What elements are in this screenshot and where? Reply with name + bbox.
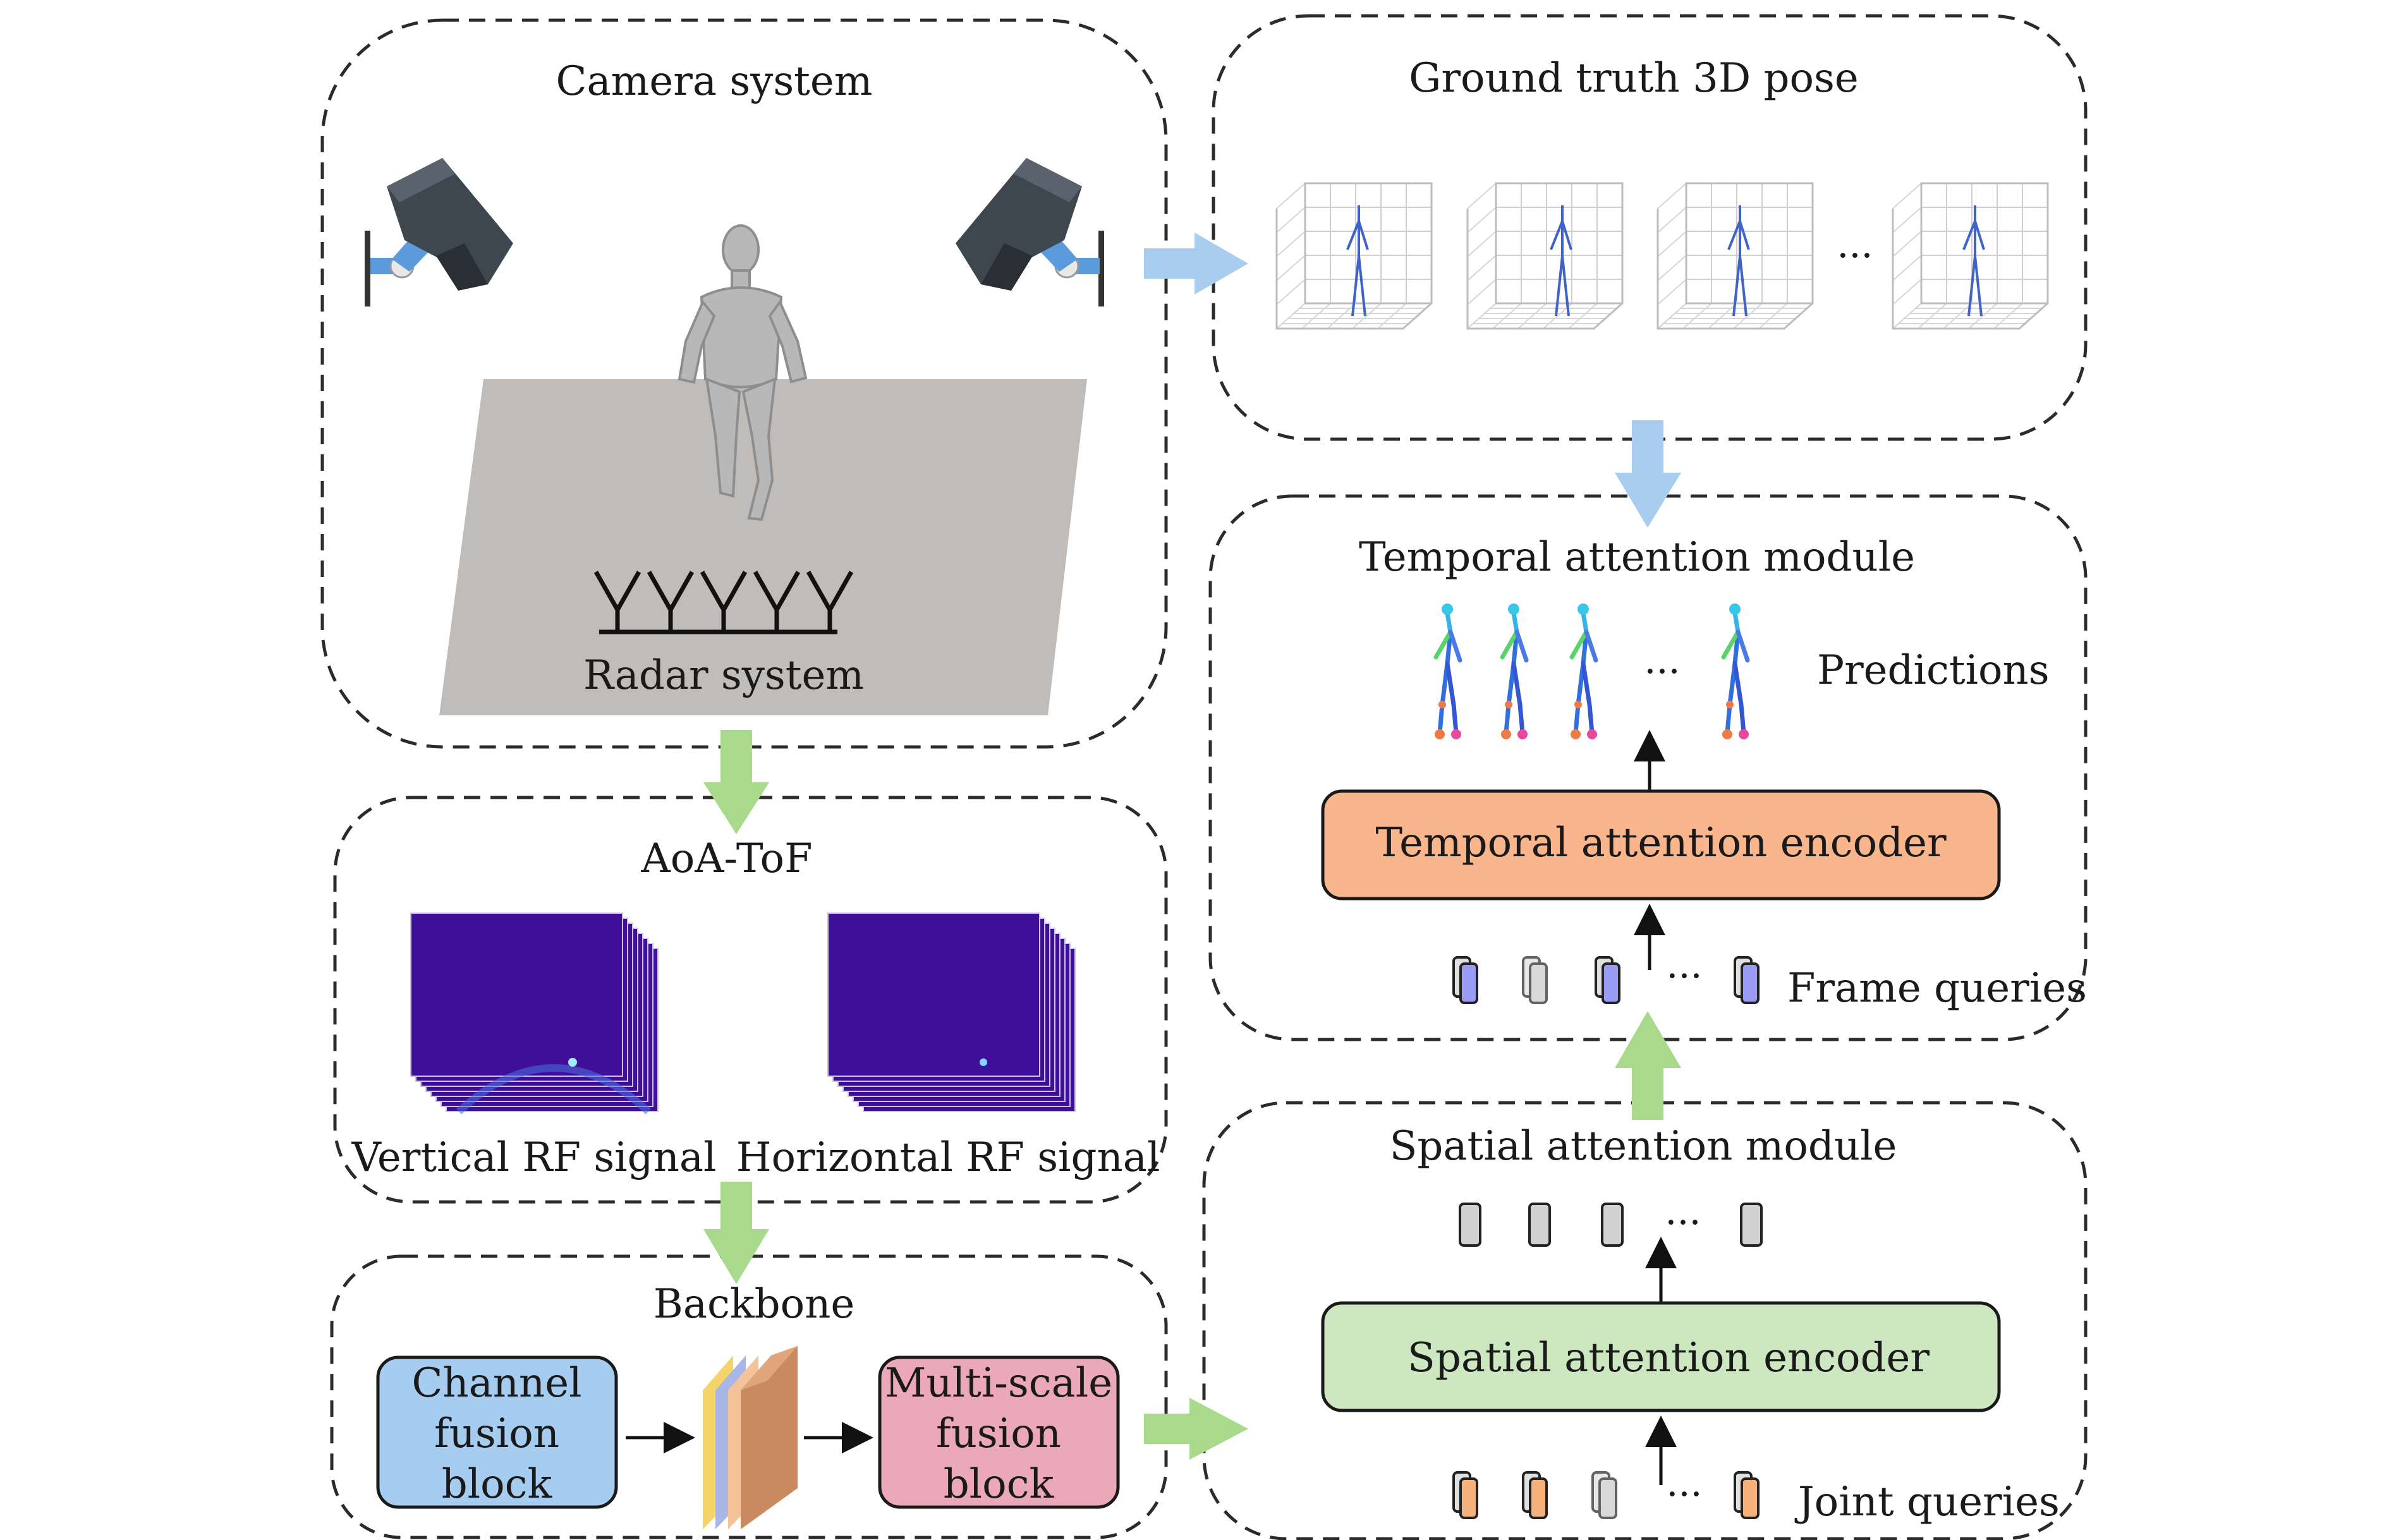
joint-queries-ellipsis: ···	[1666, 1472, 1702, 1517]
horizontal-rf-label: Horizontal RF signal	[736, 1134, 1160, 1181]
pose-cube-2	[1466, 182, 1624, 330]
spatial-to-temporal-arrow	[1615, 1011, 1681, 1120]
pose-skeleton-4	[1962, 205, 1985, 317]
left-camera-icon	[365, 158, 513, 306]
joint-query-4	[1734, 1471, 1760, 1519]
frame-query-tokens	[1452, 956, 1760, 1004]
pose-cubes	[1275, 182, 2049, 330]
joint-queries-label: Joint queries	[1794, 1479, 2060, 1525]
pose-skeleton-1	[1346, 205, 1369, 317]
predictions-label: Predictions	[1817, 647, 2050, 694]
hStack-layer-8	[827, 912, 1040, 1077]
pose-cube-4	[1892, 182, 2049, 330]
ground-truth-ellipsis: ···	[1837, 234, 1873, 278]
vStack-layer-8	[410, 912, 623, 1077]
backbone-to-spatial-arrow	[1144, 1398, 1248, 1460]
ground-truth-title: Ground truth 3D pose	[1409, 55, 1858, 102]
frame-query-masked	[1522, 956, 1548, 1004]
vertical-rf-heatmap-stack	[410, 912, 659, 1115]
predicted-skeletons	[1433, 603, 1750, 739]
joint-query-masked	[1591, 1471, 1617, 1519]
camera-system-title: Camera system	[556, 58, 873, 105]
predictions-ellipsis: ···	[1644, 650, 1680, 694]
vertical-rf-label: Vertical RF signal	[351, 1134, 717, 1181]
predicted-skeleton-1	[1433, 603, 1462, 739]
spatial-attention-encoder: Spatial attention encoder	[1321, 1301, 2001, 1412]
feature-map-stack-icon	[703, 1346, 798, 1529]
vStack-signal-arc	[456, 1064, 652, 1115]
multi-scale-fusion-block: Multi-scale fusion block	[878, 1355, 1120, 1509]
spatial-output-token-1	[1459, 1203, 1481, 1247]
radar-antenna-array-icon	[593, 571, 854, 634]
pose-skeleton-2	[1550, 205, 1572, 317]
frame-queries-ellipsis: ···	[1666, 954, 1702, 998]
channel-fusion-block: Channel fusion block	[376, 1355, 618, 1509]
aoa-tof-title: AoA-ToF	[641, 835, 813, 882]
joint-query-tokens	[1452, 1471, 1760, 1519]
predicted-skeleton-3	[1569, 603, 1598, 739]
temporal-attention-encoder: Temporal attention encoder	[1321, 789, 2001, 900]
pose-cube-1	[1275, 182, 1433, 330]
temporal-module-title: Temporal attention module	[1359, 534, 1915, 581]
camera-to-groundtruth-arrow	[1144, 233, 1248, 294]
groundtruth-to-temporal-arrow	[1615, 420, 1681, 528]
multiscale-line-1: Multi-scale	[885, 1360, 1112, 1407]
temporal-encoder-label: Temporal attention encoder	[1375, 820, 1947, 866]
spatial-encoder-label: Spatial attention encoder	[1407, 1335, 1930, 1381]
channel-fusion-line-3: block	[442, 1461, 553, 1508]
hStack-peak	[980, 1058, 987, 1066]
spatial-output-tokens	[1459, 1203, 1763, 1247]
pose-skeleton-3	[1727, 205, 1750, 317]
radar-system-label: Radar system	[583, 652, 864, 699]
predicted-skeleton-2	[1500, 603, 1529, 739]
right-camera-icon	[956, 158, 1104, 306]
spatial-module-title: Spatial attention module	[1390, 1123, 1897, 1170]
spatial-output-token-4	[1740, 1203, 1763, 1247]
frame-query-1	[1452, 956, 1478, 1004]
frame-query-3	[1595, 956, 1620, 1004]
frame-query-4	[1734, 956, 1760, 1004]
horizontal-rf-heatmap-stack	[827, 912, 1076, 1112]
channel-fusion-line-2: fusion	[434, 1410, 559, 1457]
channel-fusion-line-1: Channel	[411, 1360, 581, 1407]
pose-cube-3	[1656, 182, 1814, 330]
spatial-output-token-3	[1601, 1203, 1624, 1247]
joint-query-1	[1452, 1471, 1478, 1519]
multiscale-line-2: fusion	[936, 1410, 1061, 1457]
multiscale-line-3: block	[944, 1461, 1055, 1508]
predicted-skeleton-4	[1721, 603, 1750, 739]
human-figure	[678, 224, 808, 521]
joint-query-2	[1522, 1471, 1548, 1519]
spatial-output-ellipsis: ···	[1665, 1201, 1701, 1245]
aoa-to-backbone-arrow	[703, 1182, 769, 1284]
camera-to-aoa-arrow	[703, 730, 769, 834]
spatial-output-token-2	[1528, 1203, 1551, 1247]
camera-system-panel	[320, 18, 1168, 749]
frame-queries-label: Frame queries	[1787, 965, 2087, 1012]
vStack-peak	[568, 1058, 577, 1067]
backbone-title: Backbone	[653, 1281, 854, 1328]
